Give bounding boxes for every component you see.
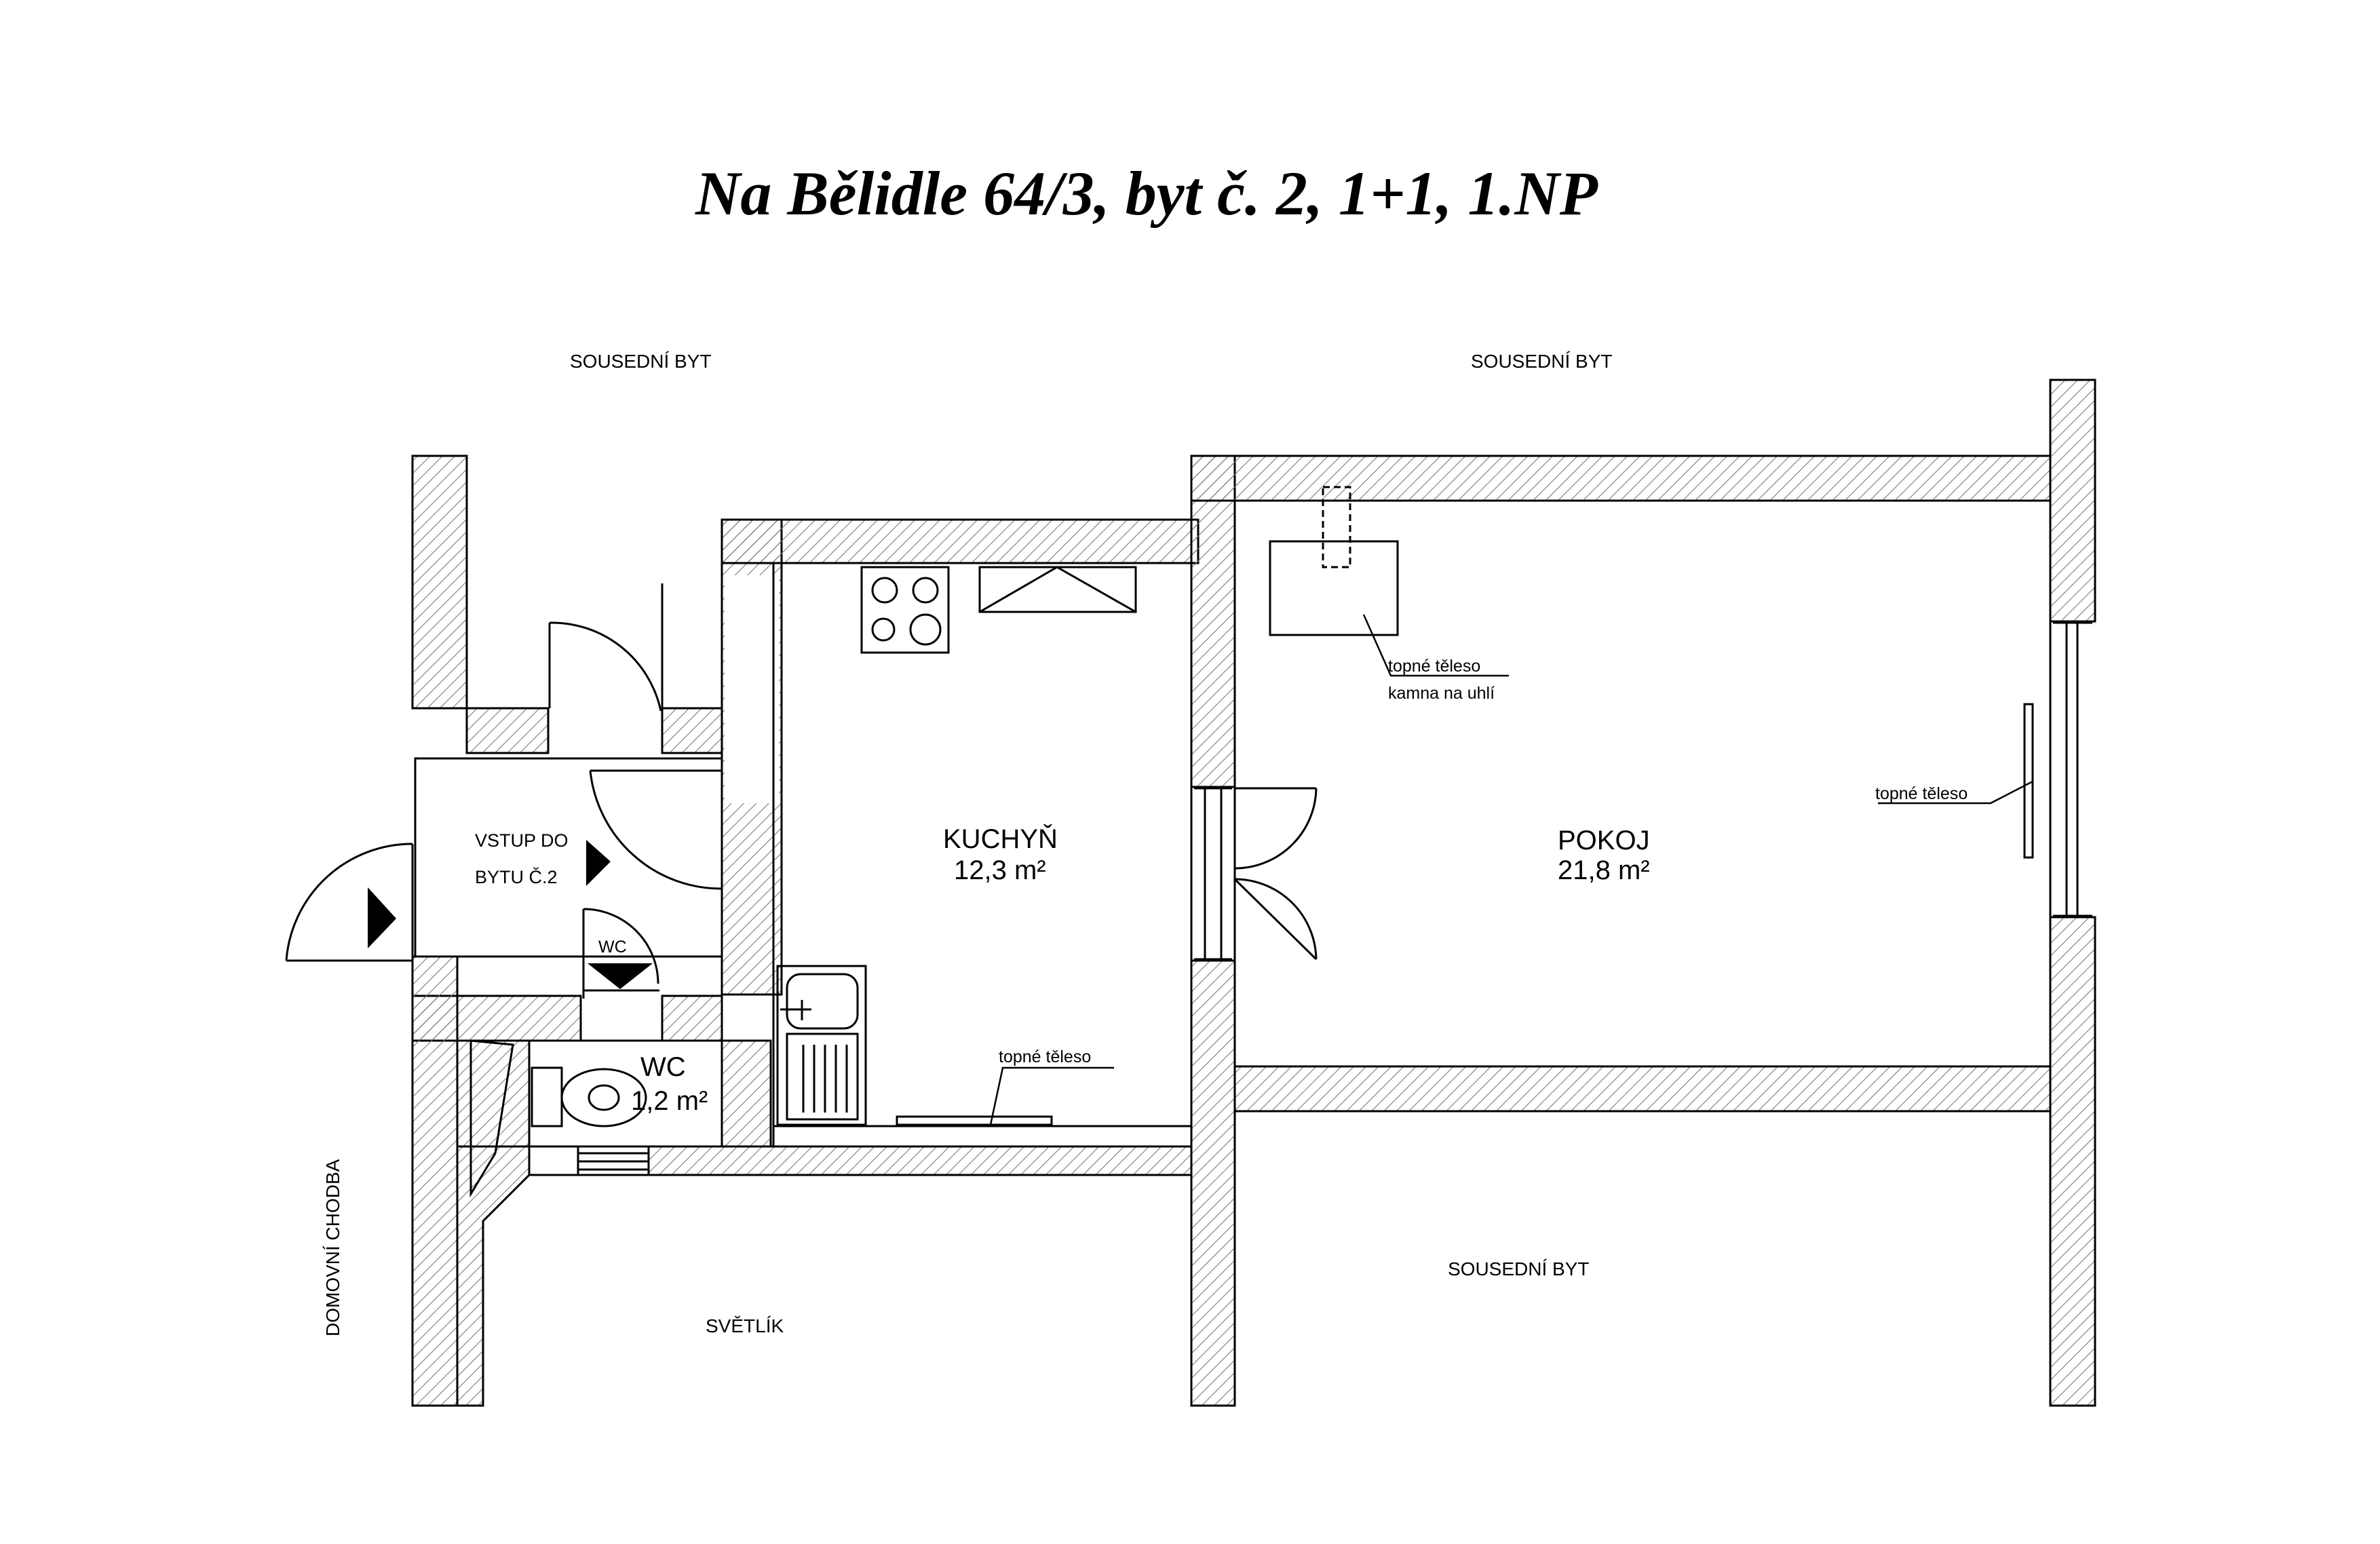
plan-title: Na Bělidle 64/3, byt č. 2, 1+1, 1.NP — [695, 159, 1598, 228]
label-neighbor-top-left: SOUSEDNÍ BYT — [570, 351, 711, 372]
wall-wc-right — [721, 1039, 772, 1148]
radiator-living-icon — [2023, 703, 2034, 859]
door-wc — [582, 908, 659, 999]
door-entrance — [285, 843, 414, 962]
wall-living-top — [1190, 455, 2052, 502]
openings — [415, 575, 2092, 1038]
label-entrance-line1: VSTUP DO — [475, 830, 569, 851]
stove-icon — [1269, 486, 1399, 636]
label-radiator-living: topné těleso — [1875, 784, 1968, 803]
arrow-entrance — [368, 887, 396, 948]
walls — [411, 379, 2096, 1407]
wall-right-upper — [2049, 379, 2096, 623]
label-lightwell: SVĚTLÍK — [706, 1315, 784, 1336]
wall-shaft-diagonal — [456, 1145, 531, 1407]
label-stove-line2: kamna na uhlí — [1388, 684, 1495, 703]
wall-left-upper — [411, 455, 468, 710]
wall-right-lower — [2049, 916, 2096, 1407]
label-wc-door: WC — [598, 938, 627, 957]
wall-top-left-stub — [465, 707, 550, 754]
cooktop-icon — [860, 566, 950, 654]
wall-kitchen-bottom — [647, 1145, 1193, 1176]
label-kitchen-name: KUCHYŇ — [943, 824, 1058, 854]
wall-kitchen-top — [721, 518, 1199, 564]
wall-left-lower — [411, 955, 459, 1407]
label-living-area: 21,8 m² — [1558, 855, 1650, 885]
entry-arrows — [368, 840, 653, 989]
wall-hall-bottom-2 — [661, 995, 723, 1042]
label-neighbor-top-right: SOUSEDNÍ BYT — [1471, 351, 1612, 372]
toilet-icon — [531, 1066, 647, 1127]
interior-lines — [414, 499, 2092, 1198]
label-entrance-line2: BYTU Č.2 — [475, 866, 558, 887]
wall-kitchen-living-top — [1190, 455, 1236, 788]
label-stove-line1: topné těleso — [1388, 657, 1480, 676]
label-living-name: POKOJ — [1558, 826, 1650, 855]
label-radiator-kitchen: topné těleso — [999, 1047, 1091, 1066]
door-living-double — [1233, 787, 1318, 961]
door-kitchen — [589, 769, 723, 890]
arrow-hall — [586, 840, 611, 886]
wall-kitchen-living-bottom — [1190, 959, 1236, 1407]
label-wc-area: 1,2 m² — [631, 1086, 708, 1116]
leader-lines — [989, 614, 2033, 1125]
label-neighbor-bottom-right: SOUSEDNÍ BYT — [1448, 1258, 1589, 1279]
label-corridor: DOMOVNÍ CHODBA — [322, 1159, 343, 1336]
doors — [285, 583, 1318, 999]
sink-icon — [776, 965, 867, 1126]
range-hood-icon — [978, 566, 1137, 613]
wall-top-left-stub-2 — [661, 707, 723, 754]
wall-wc-left — [456, 1039, 531, 1148]
door-top-left — [548, 583, 664, 712]
fixtures — [531, 486, 2034, 1127]
radiator-kitchen-icon — [896, 1115, 1053, 1126]
arrow-wc — [588, 963, 653, 989]
label-kitchen-area: 12,3 m² — [954, 855, 1046, 885]
label-wc-name: WC — [640, 1052, 686, 1082]
wall-living-bottom — [1233, 1065, 2052, 1113]
